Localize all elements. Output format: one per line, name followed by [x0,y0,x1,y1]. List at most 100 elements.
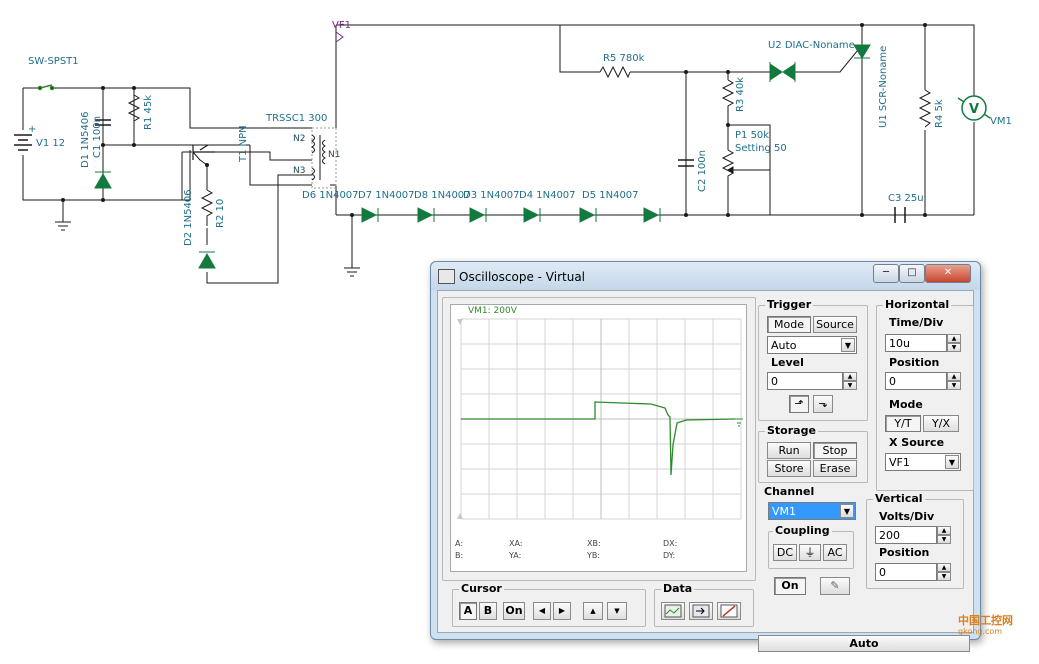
data-group: Data [654,582,754,627]
export-image-icon[interactable] [661,602,685,620]
stop-button[interactable]: Stop [813,442,857,459]
measure-dy: DY: [663,551,676,560]
d3-label: D3 1N4007 [463,190,520,201]
oscilloscope-window: Oscilloscope - Virtual ─ □ ✕ VM1: 200V [430,261,981,652]
measure-dx: DX: [663,539,678,548]
scope-screen: VM1: 200V A: B: XA: YA: XB [450,304,747,572]
cursor-left-icon[interactable]: ◀ [533,602,551,620]
coupling-ground-icon[interactable]: ⏚ [799,544,821,561]
close-button[interactable]: ✕ [925,264,971,283]
watermark-url: gkong.com [958,627,1003,636]
n2-label: N2 [293,134,306,144]
oscilloscope-client-area: VM1: 200V A: B: XA: YA: XB [437,290,974,652]
trigger-level-input[interactable]: 0 [767,372,843,390]
c3-label: C3 25u [888,193,924,204]
d4-label: D4 1N4007 [519,190,576,201]
h-position-input[interactable]: 0 [885,372,947,390]
p1-setting-label: Setting 50 [735,143,787,154]
voltsdiv-input[interactable]: 200 [875,526,937,544]
timediv-input[interactable]: 10u [885,334,947,352]
measure-b: B: [455,551,464,560]
c2-label: C2 100n [697,150,708,192]
h-position-spinner[interactable]: ▲▼ [947,372,961,390]
mode-yt-button[interactable]: Y/T [885,415,921,432]
trigger-title: Trigger [765,298,814,311]
u2-label: U2 DIAC-Noname [768,40,855,51]
run-button[interactable]: Run [767,442,811,459]
r4-label: R4 5k [934,99,945,128]
u1-label: U1 SCR-Noname [878,45,889,128]
transformer-label: TRSSC1 300 [266,113,328,124]
channel-title: Channel [764,485,815,498]
voltsdiv-spinner[interactable]: ▲▼ [937,526,951,544]
p1-label: P1 50k [735,130,770,141]
oscilloscope-app-icon [438,269,455,284]
cursor-b-button[interactable]: B [479,602,497,620]
switch-label: SW-SPST1 [28,56,79,67]
cursor-right-icon[interactable]: ▶ [553,602,571,620]
scope-display-frame: VM1: 200V A: B: XA: YA: XB [442,297,756,581]
timediv-spinner[interactable]: ▲▼ [947,334,961,352]
voltmeter-symbol: V [969,102,979,117]
data-title: Data [661,582,695,595]
trigger-falling-edge-icon[interactable]: ⬎ [813,395,833,413]
trigger-rising-edge-icon[interactable]: ⬏ [789,395,809,413]
trigger-source-button[interactable]: Source [813,316,857,333]
minimize-button[interactable]: ─ [873,264,899,283]
trigger-mode-select[interactable]: Auto [767,336,857,354]
trigger-mode-button[interactable]: Mode [767,316,811,333]
xsource-label: X Source [889,436,945,449]
d2-label: D2 1N5406 [183,189,194,246]
mode-yx-button[interactable]: Y/X [923,415,959,432]
trigger-level-label: Level [771,356,804,369]
v-position-label: Position [879,546,930,559]
cursor-a-button[interactable]: A [459,602,477,620]
storage-group: Storage Run Stop Store Erase [758,424,868,483]
watermark-logo: 中国工控网 [958,614,1013,627]
r1-label: R1 45k [143,94,154,130]
storage-title: Storage [765,424,818,437]
cursor-on-button[interactable]: On [503,602,525,620]
measure-a: A: [455,539,464,548]
maximize-button[interactable]: □ [899,264,925,283]
battery-label: V1 12 [36,138,66,149]
erase-button[interactable]: Erase [813,460,857,477]
measure-xb: XB: [587,539,601,548]
window-title: Oscilloscope - Virtual [459,270,585,284]
channel-select[interactable]: VM1 [768,502,856,520]
vm1-label: VM1 [990,116,1012,127]
t1-label: T1 NPN [238,125,249,162]
xsource-select[interactable]: VF1 [885,453,961,471]
xsource-dropdown-icon[interactable]: ▼ [945,455,959,469]
mode-label: Mode [889,398,923,411]
channel-dropdown-icon[interactable]: ▼ [840,504,854,518]
trigger-group: Trigger Mode Source Auto ▼ Level 0 ▲▼ ⬏ … [758,298,868,421]
export-data-icon[interactable] [689,602,713,620]
voltsdiv-label: Volts/Div [879,510,935,523]
n1-label: N1 [328,150,341,160]
store-button[interactable]: Store [767,460,811,477]
title-bar[interactable]: Oscilloscope - Virtual ─ □ ✕ [431,262,980,290]
c1-label: C1 100n [92,116,103,158]
scope-graticule [457,318,743,520]
r2-label: R2 10 [215,198,226,228]
vertical-group: Vertical Volts/Div 200 ▲▼ Position 0 ▲▼ [866,492,964,589]
trigger-level-spinner[interactable]: ▲▼ [843,372,857,390]
vertical-title: Vertical [873,492,925,505]
cursor-up-icon[interactable]: ▲ [583,602,603,620]
v-position-input[interactable]: 0 [875,563,937,581]
cursor-down-icon[interactable]: ▼ [607,602,627,620]
channel-scale-label: VM1: 200V [468,306,517,316]
auto-button[interactable]: Auto [758,635,970,652]
v-position-spinner[interactable]: ▲▼ [937,563,951,581]
coupling-dc-button[interactable]: DC [773,544,797,561]
clear-data-icon[interactable] [717,602,741,620]
horizontal-title: Horizontal [883,298,952,311]
channel-on-button[interactable]: On [774,577,806,595]
coupling-ac-button[interactable]: AC [823,544,847,561]
n3-label: N3 [293,166,306,176]
pencil-color-icon[interactable]: ✎ [820,577,850,595]
horizontal-group: Horizontal Time/Div 10u ▲▼ Position 0 ▲▼… [876,298,974,491]
trigger-mode-dropdown-icon[interactable]: ▼ [841,338,855,352]
